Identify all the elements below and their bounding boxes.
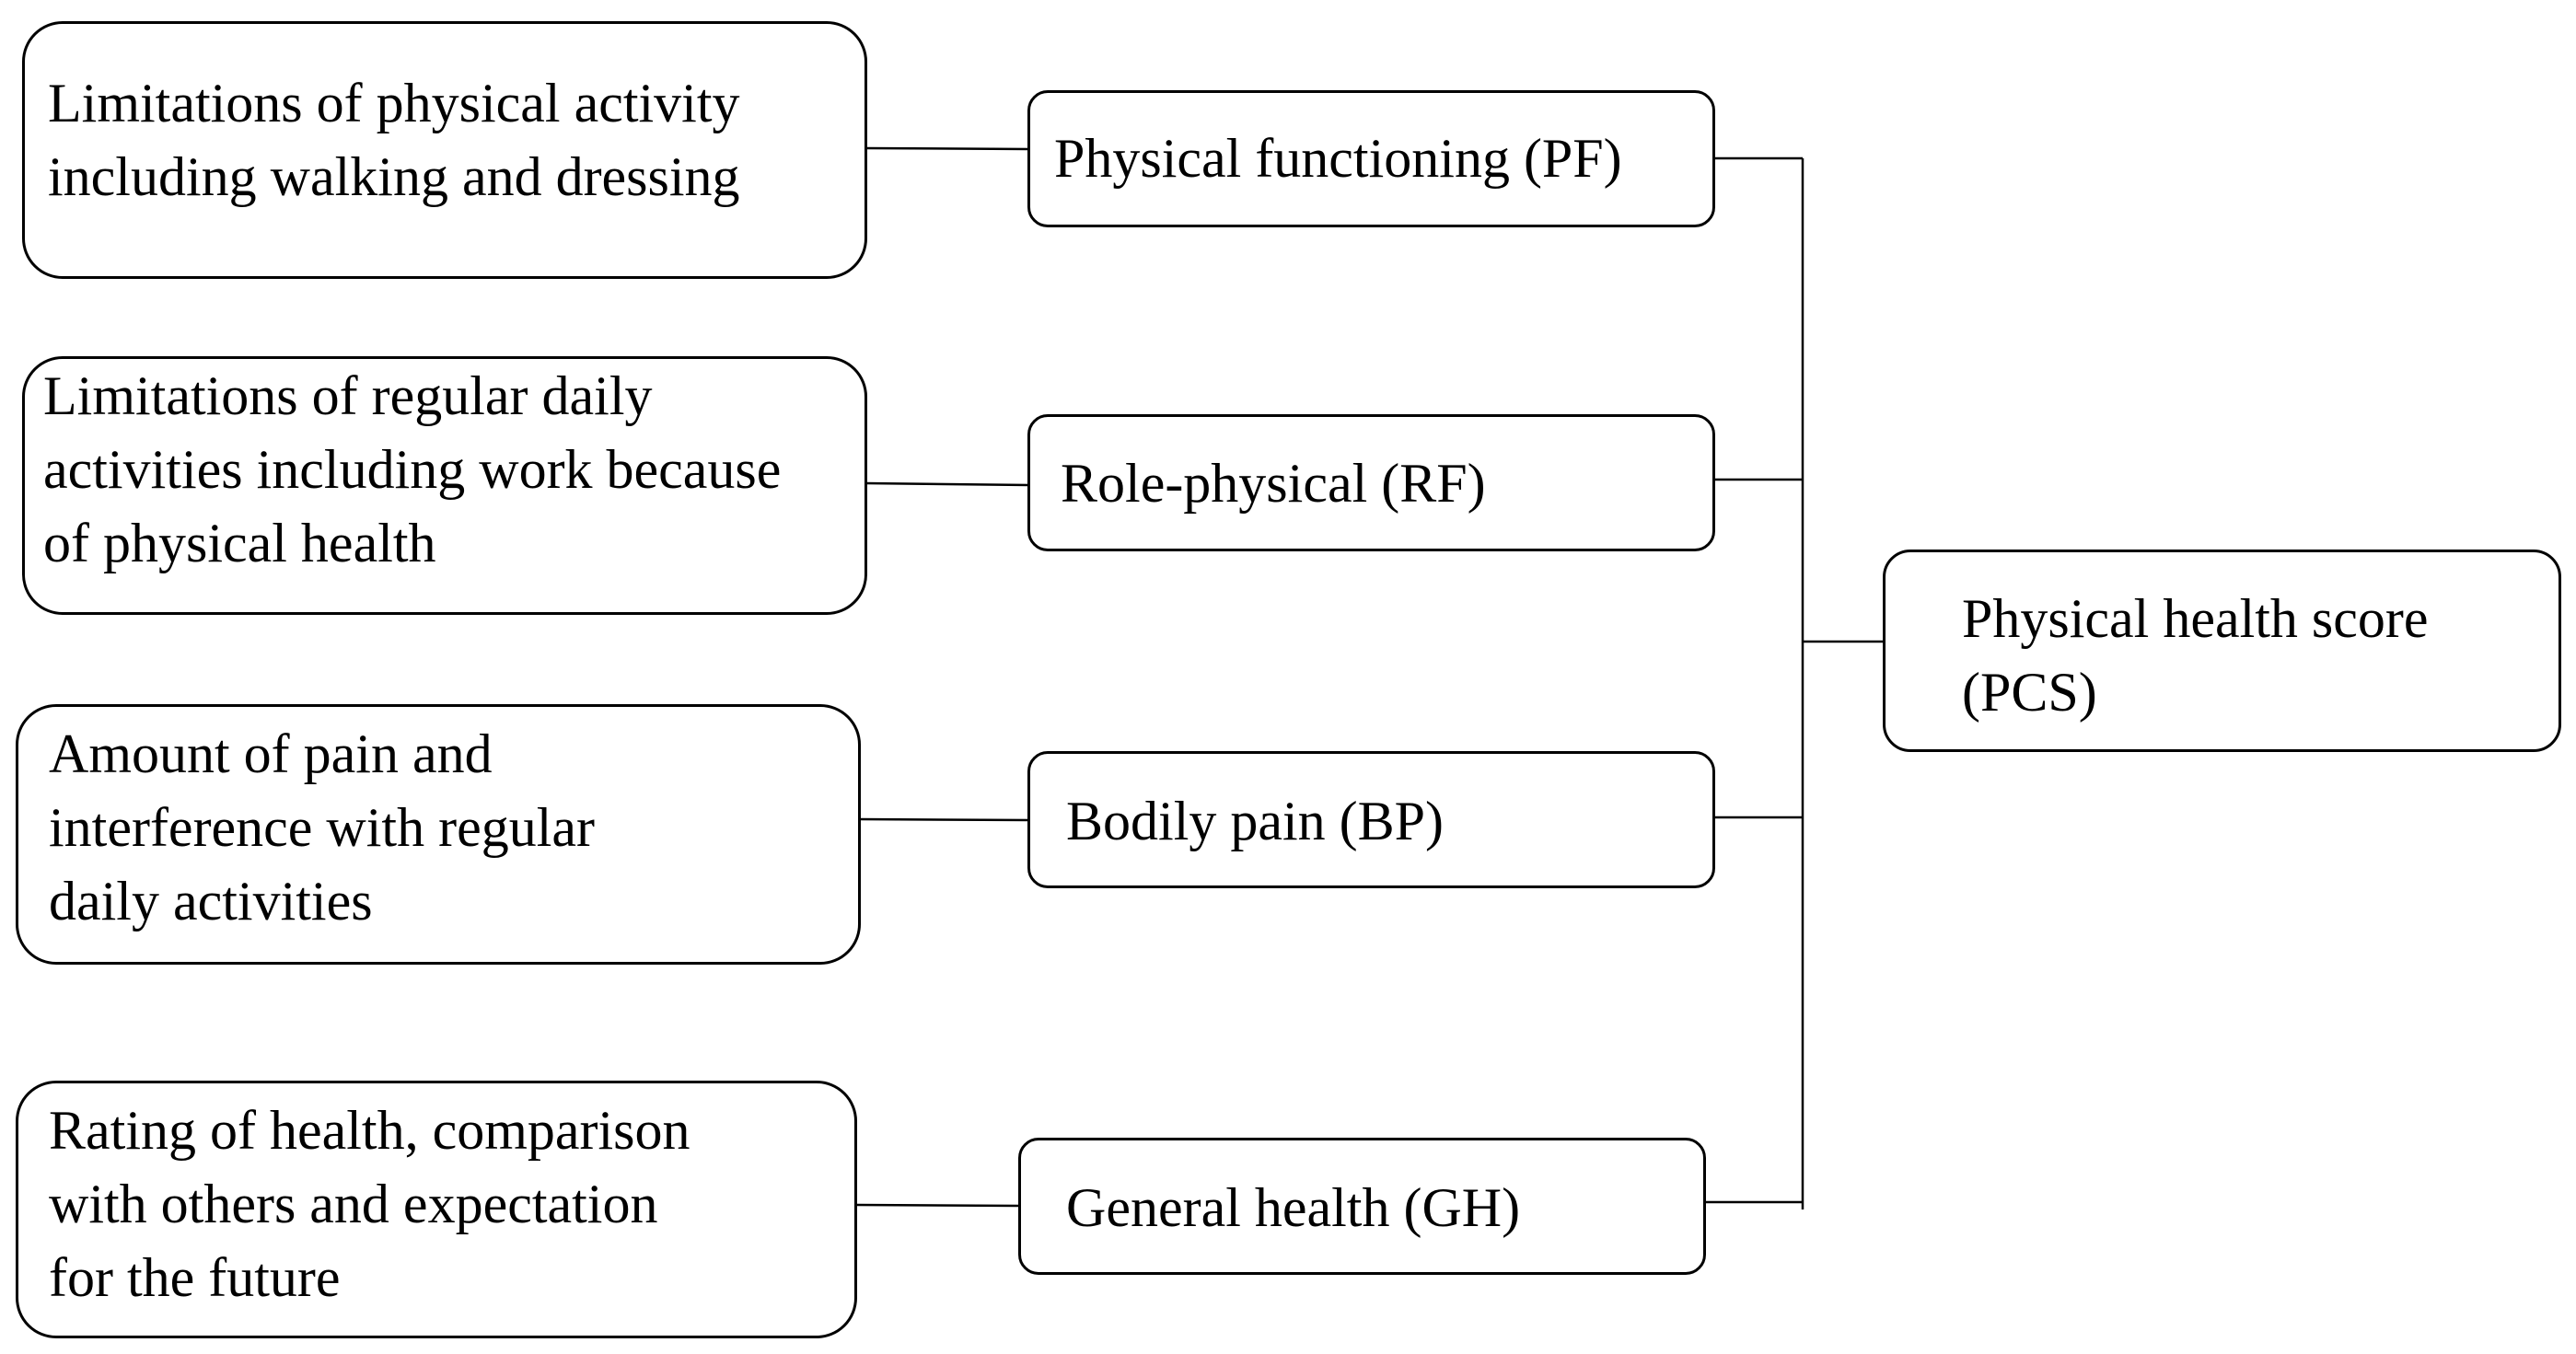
dimension-box-gh: General health (GH) [1018, 1138, 1706, 1275]
dimension-box-rf: Role-physical (RF) [1027, 414, 1715, 551]
description-line: with others and expectation [49, 1174, 658, 1234]
description-text-rf: Limitations of regular daily activities … [43, 359, 781, 580]
summary-box-pcs: Physical health score (PCS) [1883, 550, 2561, 752]
description-line: of physical health [43, 513, 436, 573]
summary-text-pcs: Physical health score (PCS) [1962, 582, 2429, 729]
summary-line: (PCS) [1962, 662, 2097, 723]
dimension-label-rf: Role-physical (RF) [1061, 453, 1486, 514]
description-box-rf: Limitations of regular daily activities … [22, 356, 867, 615]
description-line: Limitations of physical activity [48, 73, 740, 133]
connector-bp [858, 817, 1030, 822]
description-line: Limitations of regular daily [43, 365, 653, 426]
connector-gh [855, 1203, 1020, 1208]
description-text-bp: Amount of pain and interference with reg… [49, 717, 595, 938]
connector-pf [864, 146, 1030, 151]
description-line: Amount of pain and [49, 723, 493, 784]
dimension-box-bp: Bodily pain (BP) [1027, 751, 1715, 888]
description-line: daily activities [49, 871, 373, 932]
dimension-label-pf: Physical functioning (PF) [1054, 128, 1622, 189]
description-box-bp: Amount of pain and interference with reg… [16, 704, 861, 965]
description-line: including walking and dressing [48, 146, 740, 207]
dimension-label-bp: Bodily pain (BP) [1066, 791, 1445, 851]
dimension-label-gh: General health (GH) [1066, 1177, 1521, 1238]
description-text-gh: Rating of health, comparison with others… [49, 1094, 690, 1314]
description-line: Rating of health, comparison [49, 1100, 690, 1161]
connector-rf [864, 481, 1030, 487]
description-line: interference with regular [49, 797, 595, 858]
description-line: activities including work because [43, 439, 782, 500]
description-box-pf: Limitations of physical activity includi… [22, 21, 867, 279]
description-box-gh: Rating of health, comparison with others… [16, 1081, 857, 1338]
description-line: for the future [49, 1247, 341, 1308]
description-text-pf: Limitations of physical activity includi… [48, 66, 740, 214]
summary-line: Physical health score [1962, 588, 2429, 649]
dimension-box-pf: Physical functioning (PF) [1027, 90, 1715, 227]
